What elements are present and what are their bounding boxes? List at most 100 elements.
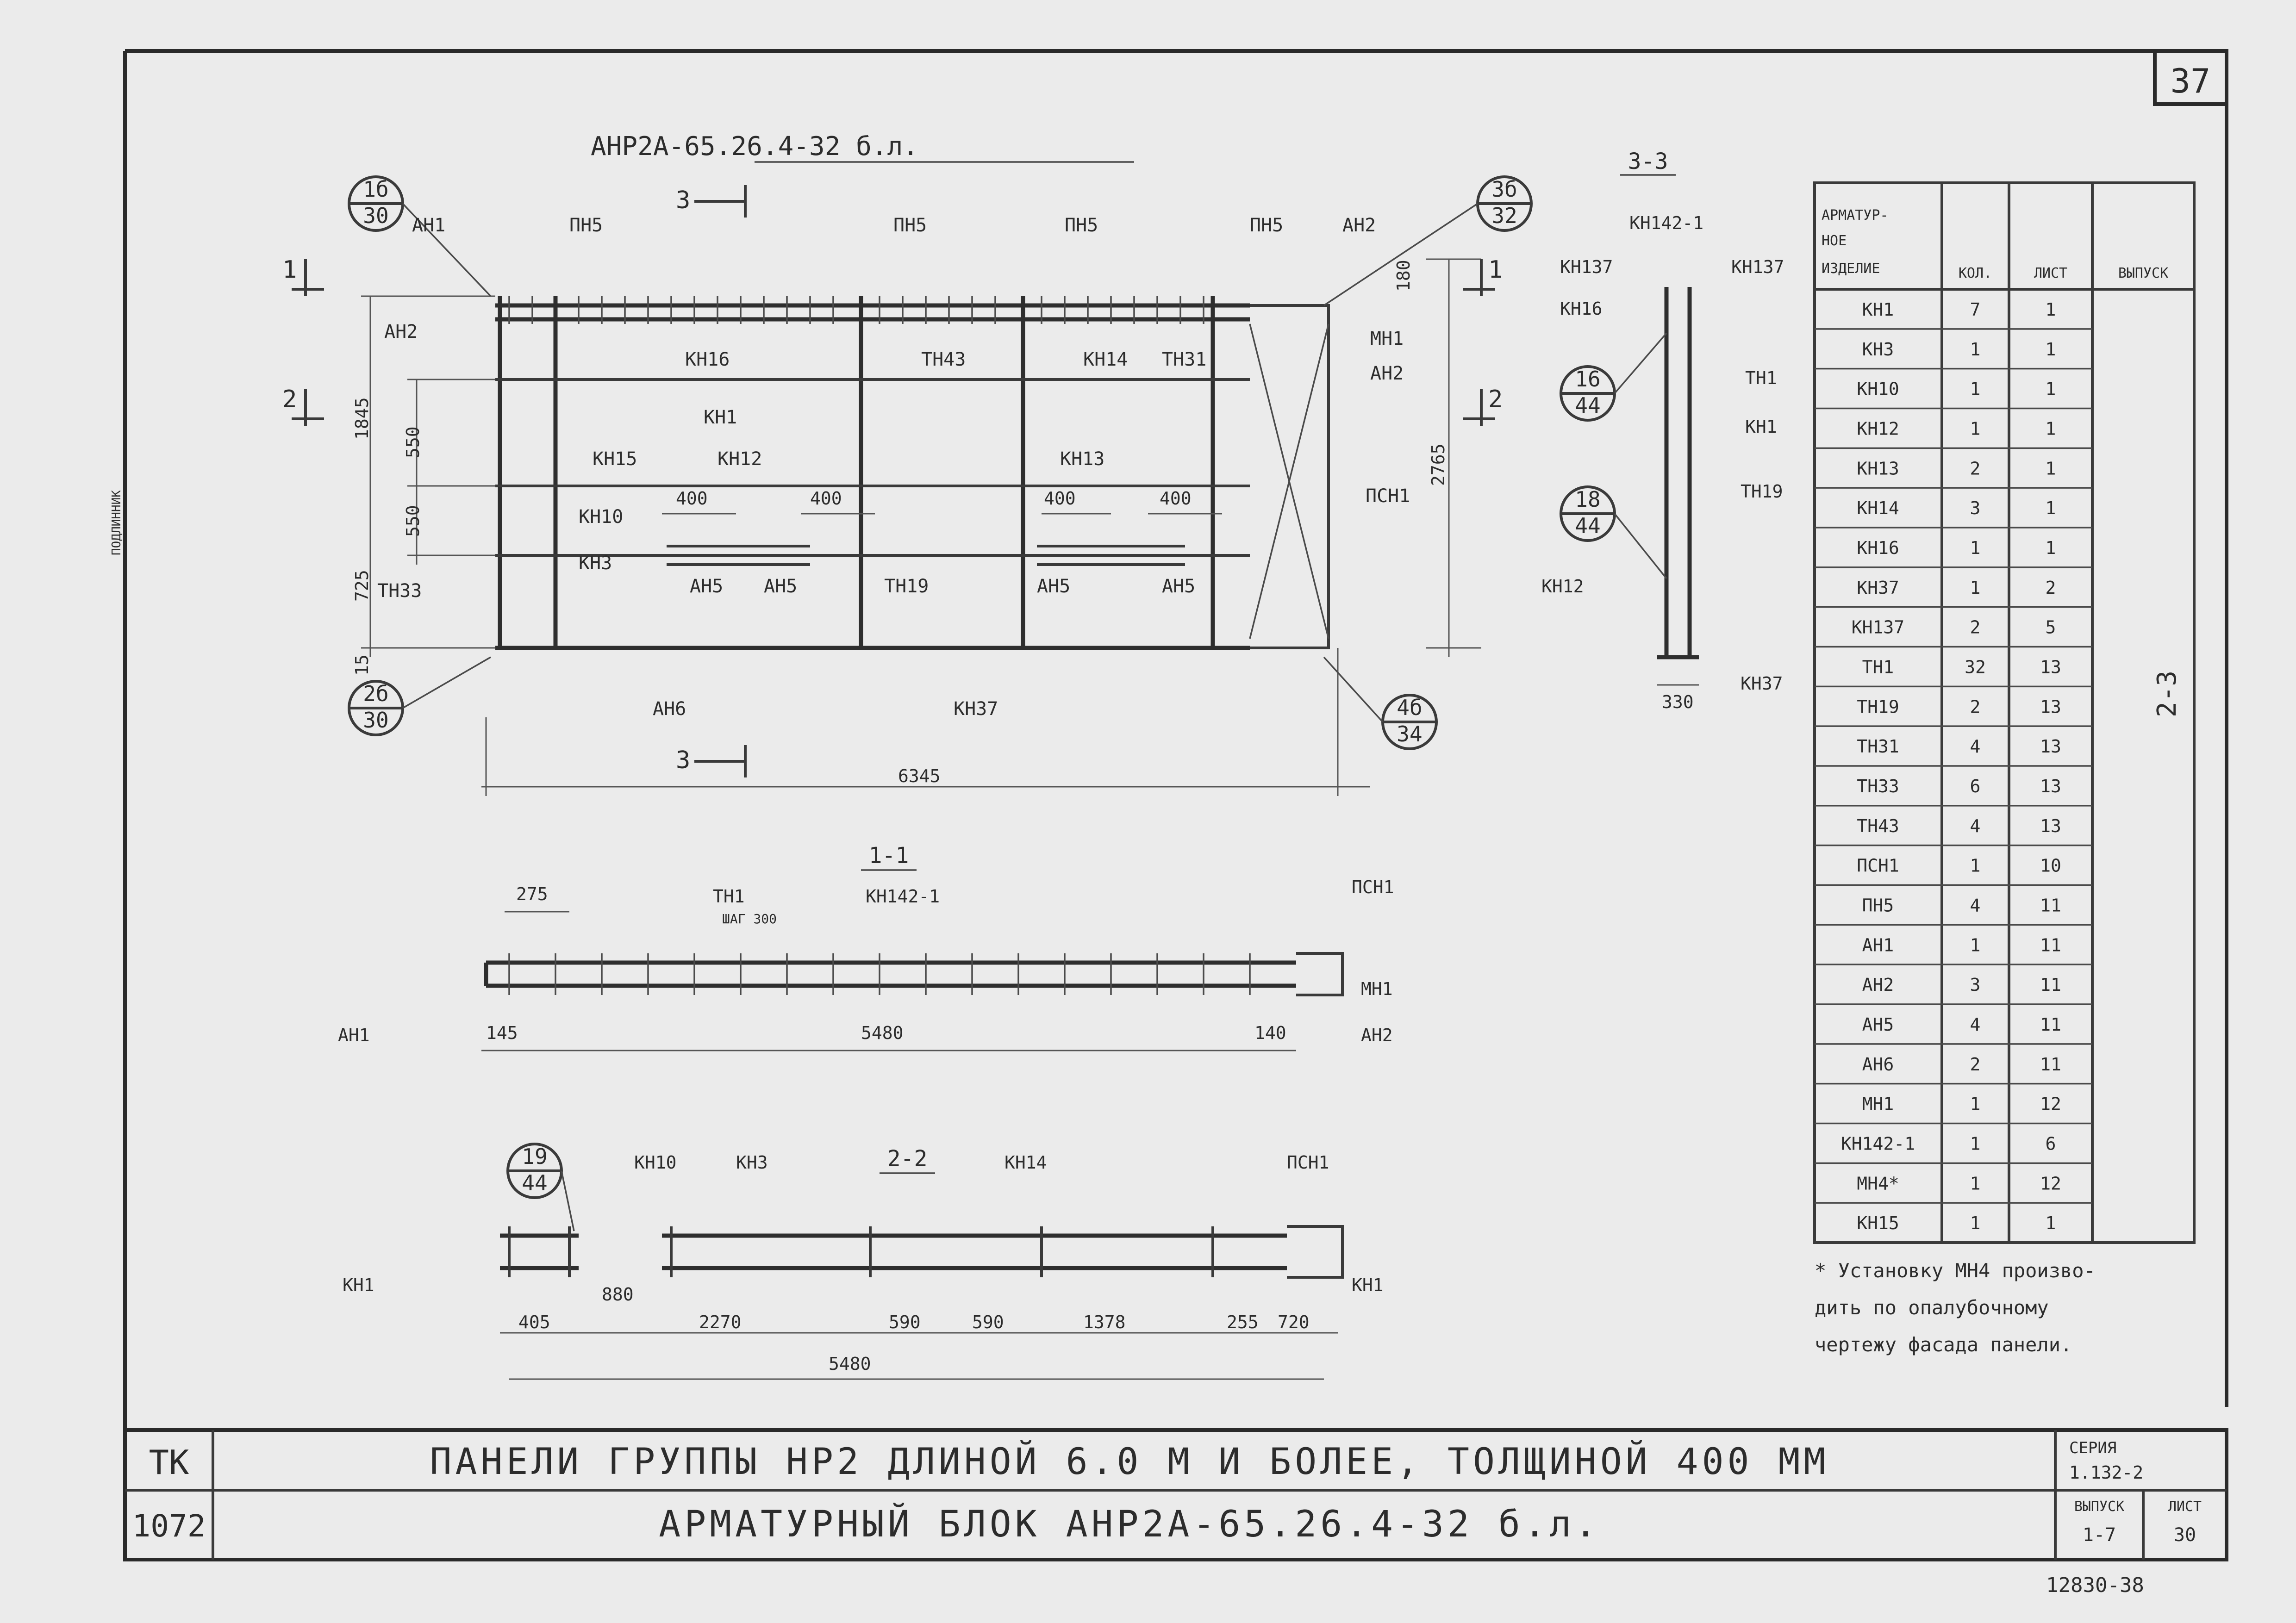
spec-cell-item: КН37 [1857, 578, 1899, 598]
section-1-1: 1-1 ТН1 ШАГ 300 КН142-1 ПСН1 МН1 АН2 АН1… [338, 843, 1394, 1051]
label-mn1: МН1 [1370, 328, 1404, 349]
callout-2-top: 2б [363, 681, 388, 706]
spec-cell-item: КН142-1 [1841, 1133, 1915, 1154]
spec-header-release: ВЫПУСК [2118, 265, 2168, 281]
sheet-number-box [2153, 49, 2228, 106]
s2-label-kn3: КН3 [736, 1152, 768, 1173]
callout-3: 3б 32 [1323, 175, 1533, 306]
callout-3-bottom: 32 [1491, 203, 1517, 228]
mark-2-left: 2 [282, 386, 297, 413]
spec-cell-item: КН1 [1862, 299, 1894, 320]
spec-cell-item: ТН31 [1857, 736, 1899, 757]
mark-3-bottom: 3 [676, 746, 690, 774]
label-an6: АН6 [653, 698, 686, 720]
spec-cell-qty: 1 [1970, 538, 1981, 558]
spec-header-qty: КОЛ. [1959, 265, 1992, 281]
label-pn5-3: ПН5 [1065, 215, 1098, 236]
spec-cell-qty: 2 [1970, 458, 1981, 479]
horizontal-bars [495, 378, 1250, 557]
inventory-number: 12830-38 [2046, 1573, 2144, 1597]
label-an5-1: АН5 [690, 576, 723, 597]
section-1-end [1296, 952, 1344, 996]
spec-cell-item: КН12 [1857, 418, 1899, 439]
label-kn12: КН12 [718, 448, 762, 470]
tb-release-label: ВЫПУСК [2074, 1499, 2124, 1515]
spec-cell-sheet: 2 [2046, 578, 2056, 598]
title-block-border [123, 1428, 2228, 1561]
label-kn16: КН16 [685, 349, 730, 370]
section-2-bars [500, 1233, 1287, 1270]
spec-cell-qty: 2 [1970, 696, 1981, 717]
s2-label-psn1: ПСН1 [1287, 1152, 1329, 1173]
label-tn43: ТН43 [921, 349, 966, 370]
spec-cell-sheet: 1 [2046, 299, 2056, 320]
dim-1845: 1845 [352, 397, 372, 440]
inner-vertical-dims [407, 379, 495, 565]
spec-cell-sheet: 13 [2040, 736, 2061, 757]
main-view-dims: 180 1845 550 550 725 15 400 400 400 400 … [352, 260, 1448, 786]
mark-1-left: 1 [282, 256, 297, 284]
label-kn3: КН3 [579, 553, 612, 574]
s2-dim-590-1: 590 [889, 1312, 921, 1332]
label-pn5-2: ПН5 [893, 215, 927, 236]
spec-table-header: АРМАТУР- НОЕ ИЗДЕЛИЕ КОЛ. ЛИСТ ВЫПУСК [1822, 207, 2168, 281]
s2-dim-1378: 1378 [1083, 1312, 1126, 1332]
section-2-title: 2-2 [887, 1146, 928, 1172]
spec-cell-qty: 1 [1970, 578, 1981, 598]
section-3-callout-1-top: 16 [1575, 367, 1600, 392]
s3-label-kn16: КН16 [1560, 298, 1603, 319]
s2-callout-top: 19 [522, 1144, 547, 1169]
s3-label-tn1: ТН1 [1745, 368, 1777, 388]
label-tn33: ТН33 [377, 580, 422, 602]
s2-label-kn14: КН14 [1004, 1152, 1047, 1173]
spec-cell-item: КН3 [1862, 339, 1894, 360]
spec-table: АРМАТУР- НОЕ ИЗДЕЛИЕ КОЛ. ЛИСТ ВЫПУСК 2-… [1813, 181, 2196, 1244]
top-stirrups [508, 296, 1204, 324]
section-2-2: 2-2 19 44 КН10 КН3 КН14 ПСН1 КН1 КН1 880… [343, 1143, 1384, 1380]
callout-1-bottom: 30 [363, 203, 388, 228]
section-1-title: 1-1 [869, 843, 909, 869]
spec-cell-item: ТН19 [1857, 696, 1899, 717]
spec-cell-qty: 4 [1970, 1014, 1981, 1035]
spec-cell-sheet: 1 [2046, 418, 2056, 439]
spec-cell-item: ПСН1 [1857, 856, 1899, 876]
spec-cell-sheet: 1 [2046, 1213, 2056, 1233]
s1-dim-145: 145 [486, 1023, 518, 1043]
tb-sheet-label: ЛИСТ [2168, 1499, 2202, 1515]
spec-cell-qty: 4 [1970, 895, 1981, 915]
spec-cell-qty: 1 [1970, 1133, 1981, 1154]
spec-cell-item: КН13 [1857, 458, 1899, 479]
spec-cell-item: АН6 [1862, 1054, 1894, 1075]
spec-cell-qty: 1 [1970, 935, 1981, 955]
dim-400-1: 400 [676, 488, 708, 509]
s2-dim-590-2: 590 [972, 1312, 1004, 1332]
s1-label-step: ШАГ 300 [722, 911, 777, 927]
s1-label-mn1: МН1 [1361, 979, 1393, 999]
label-an5-3: АН5 [1037, 576, 1070, 597]
s2-dim-5480: 5480 [829, 1354, 871, 1374]
spec-cell-qty: 1 [1970, 1094, 1981, 1114]
label-kn15: КН15 [593, 448, 637, 470]
s1-label-psn1: ПСН1 [1352, 877, 1394, 897]
label-pn5-1: ПН5 [569, 215, 603, 236]
dim-6345: 6345 [898, 766, 941, 786]
mark-1-right: 1 [1488, 256, 1503, 284]
s3-label-kn1: КН1 [1745, 417, 1777, 437]
dim-400-3: 400 [1044, 488, 1076, 509]
spec-cell-qty: 4 [1970, 816, 1981, 836]
section-3-bars [1657, 287, 1699, 659]
spec-cell-sheet: 10 [2040, 856, 2061, 876]
s2-label-kn10: КН10 [634, 1152, 677, 1173]
spec-cell-qty: 1 [1970, 339, 1981, 360]
section-3-callout-2: 18 44 [1560, 485, 1667, 579]
spec-cell-qty: 1 [1970, 418, 1981, 439]
section-3-callout-2-top: 18 [1575, 487, 1600, 512]
main-view-labels: АН1 ПН5 ПН5 ПН5 ПН5 АН2 АН2 КН16 ТН43 КН… [377, 215, 1410, 720]
spec-header-item-l1: АРМАТУР- [1822, 207, 1889, 224]
s1-label-tn1: ТН1 [713, 886, 745, 907]
lower-ties [667, 545, 1185, 566]
section-2-dims [500, 1332, 1338, 1380]
sheet-number: 37 [2171, 62, 2211, 100]
spec-cell-sheet: 11 [2040, 1054, 2061, 1075]
